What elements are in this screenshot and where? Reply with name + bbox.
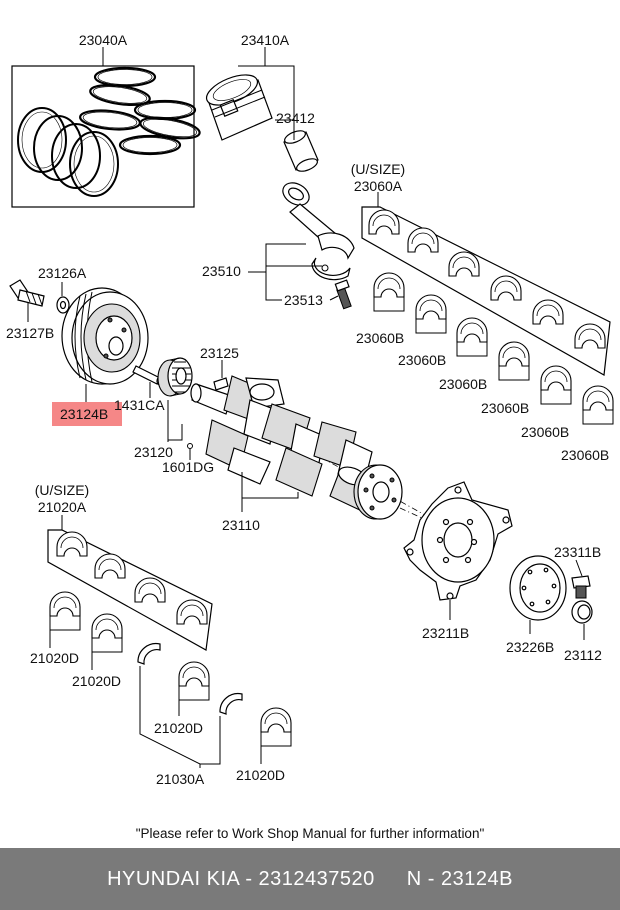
drive-plate: [399, 481, 513, 601]
label-23513: 23513: [284, 292, 323, 308]
footer-ref-number: N - 23124B: [406, 867, 513, 890]
label-21030A: 21030A: [156, 771, 205, 787]
label-23060B-6: 23060B: [561, 447, 609, 463]
workshop-note: "Please refer to Work Shop Manual for fu…: [135, 826, 485, 841]
label-23127B: 23127B: [6, 325, 54, 341]
label-1431CA: 1431CA: [114, 397, 165, 413]
adapter-plate: [509, 555, 567, 621]
connecting-rod: [282, 182, 355, 281]
damper-pulley: [61, 287, 149, 385]
label-23125: 23125: [200, 345, 239, 361]
label-23040A: 23040A: [79, 32, 128, 48]
label-23060B-5: 23060B: [521, 424, 569, 440]
dowel-pin: [187, 443, 193, 449]
piston-rings: [17, 66, 203, 197]
woodruff-key: [213, 377, 229, 391]
crank-bushing: [571, 600, 593, 624]
parts-diagram: 23040A 23410A 23412 (U/SIZE) 23060A: [6, 32, 614, 787]
label-23126A: 23126A: [38, 265, 87, 281]
label-usize-top: (U/SIZE): [351, 161, 405, 177]
label-23060A: 23060A: [354, 178, 403, 194]
label-21020D-3: 21020D: [154, 720, 203, 736]
label-23110: 23110: [222, 517, 260, 533]
label-23226B: 23226B: [506, 639, 554, 655]
label-23060B-4: 23060B: [481, 400, 529, 416]
piston-pin: [283, 130, 319, 172]
footer-brand-partno: HYUNDAI KIA - 2312437520: [107, 867, 375, 890]
label-23412: 23412: [276, 110, 315, 126]
label-21020A: 21020A: [38, 499, 87, 515]
conrod-bolt: [334, 279, 352, 310]
label-23311B: 23311B: [554, 544, 601, 560]
label-21020D-4: 21020D: [236, 767, 285, 783]
piston-ring-set: [11, 47, 203, 208]
label-1601DG: 1601DG: [162, 459, 214, 475]
label-23510: 23510: [202, 263, 241, 279]
highlight-23124B: [52, 402, 122, 426]
label-21020D-1: 21020D: [30, 650, 79, 666]
main-bearing-lower-set: [47, 515, 213, 651]
label-23120: 23120: [134, 444, 173, 460]
label-21020D-2: 21020D: [72, 673, 121, 689]
label-usize-bottom: (U/SIZE): [35, 482, 89, 498]
pulley-bolt: [9, 279, 45, 307]
label-23060B-2: 23060B: [398, 352, 446, 368]
drive-plate-bolt: [571, 575, 591, 599]
thrust-washers: [137, 642, 243, 715]
label-23112: 23112: [564, 647, 602, 663]
footer-bar: HYUNDAI KIA - 2312437520 N - 23124B: [0, 848, 620, 910]
main-bearing-upper-set: [361, 192, 611, 376]
label-23060B-1: 23060B: [356, 330, 404, 346]
label-23410A: 23410A: [241, 32, 290, 48]
crank-sprocket: [157, 357, 193, 397]
label-23211B: 23211B: [422, 625, 469, 641]
label-23124B: 23124B: [60, 406, 108, 422]
piston: [205, 74, 273, 141]
crankshaft: [190, 375, 471, 541]
label-23060B-3: 23060B: [439, 376, 487, 392]
